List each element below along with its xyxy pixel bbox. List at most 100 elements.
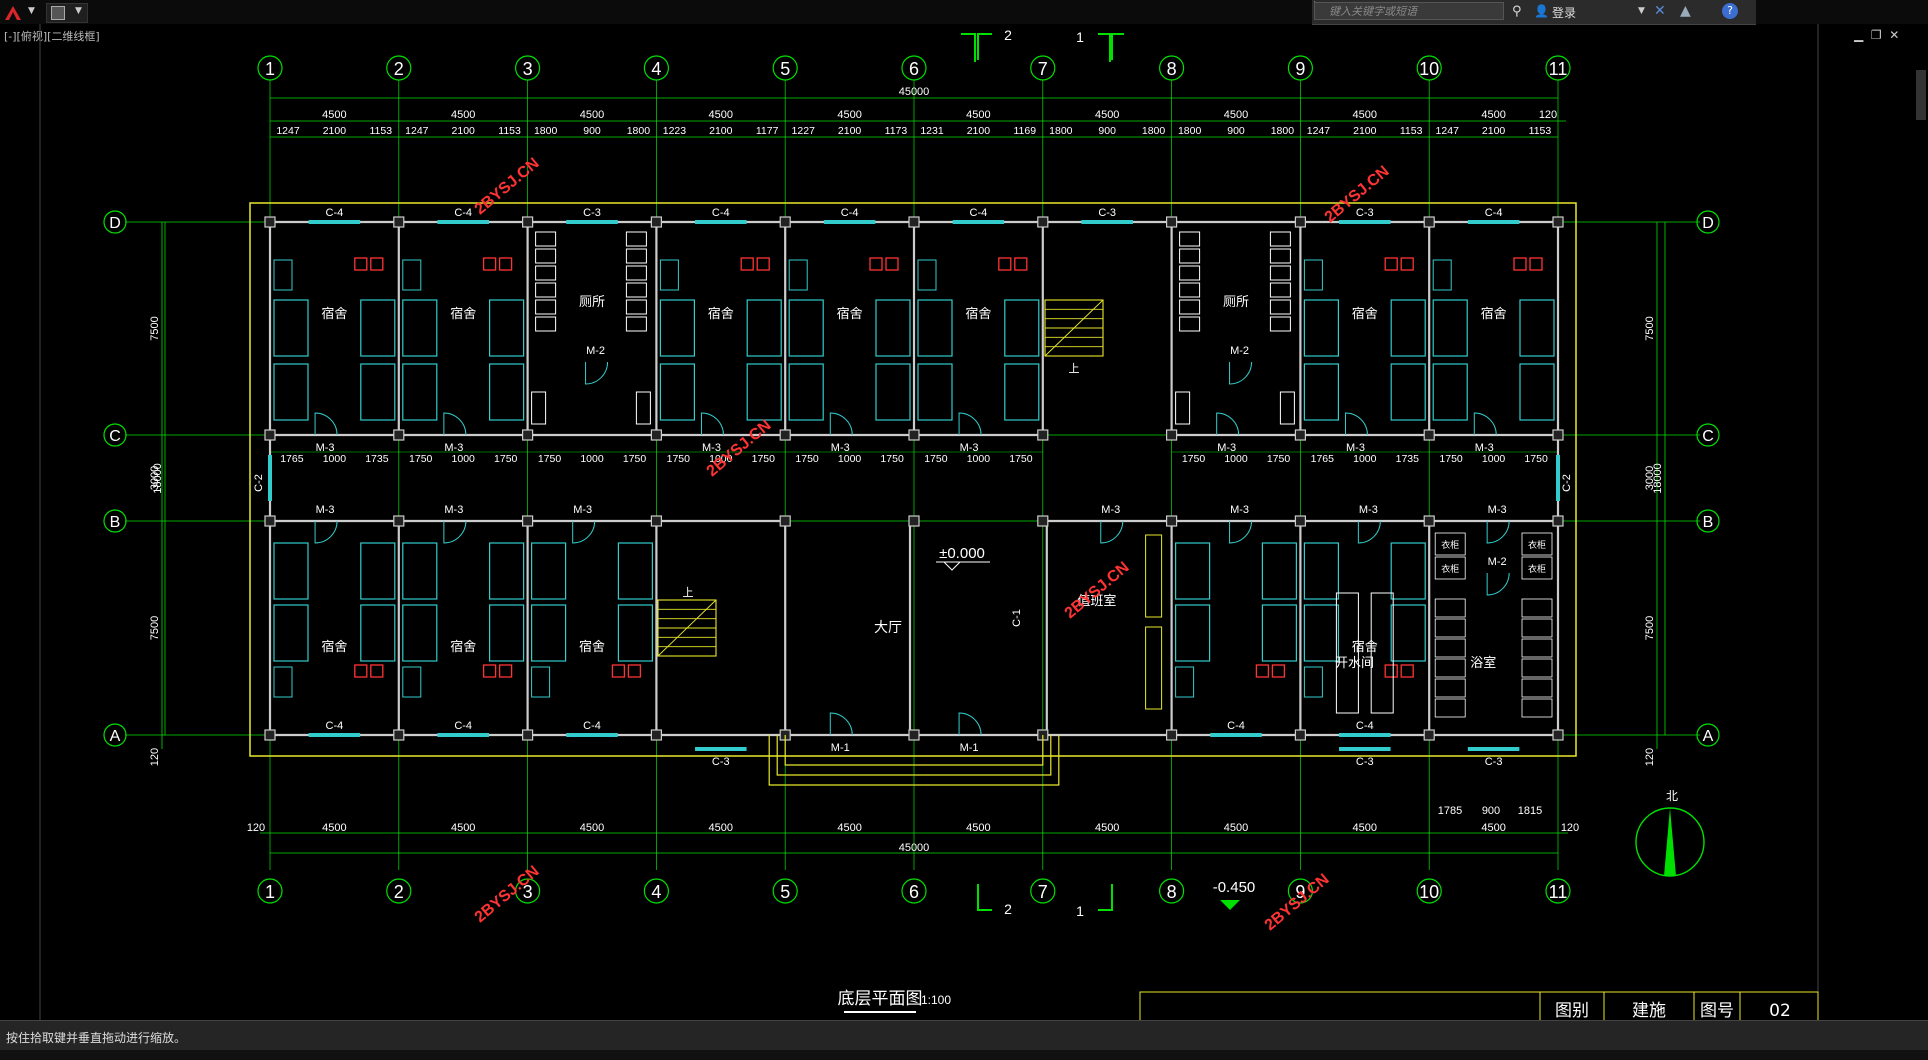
- toilet-stall: [535, 316, 557, 332]
- door-swing: [1229, 361, 1253, 385]
- door-swing: [585, 361, 609, 385]
- side-scroll-handle[interactable]: [1916, 70, 1926, 120]
- window: [308, 220, 361, 224]
- axis-bubble: [1030, 55, 1056, 81]
- room-label-dorm: 宿舍: [321, 306, 347, 322]
- axis-label: 5: [780, 59, 790, 79]
- corridor-dim-text: 1000: [452, 453, 476, 465]
- dim-row2-text: 1247: [1307, 125, 1331, 137]
- window-label: C-3: [1356, 207, 1374, 219]
- dim-row2-text: 2100: [967, 125, 991, 137]
- search-input[interactable]: 键入关键字或短语: [1314, 2, 1504, 20]
- bed: [617, 542, 654, 600]
- axis-bubble: [1696, 423, 1720, 447]
- door-swing: [1486, 572, 1510, 596]
- bed: [1261, 542, 1298, 600]
- axis-bubble: [1696, 723, 1720, 747]
- axis-label: 9: [1295, 59, 1305, 79]
- close-icon[interactable]: ✕: [1889, 28, 1900, 42]
- axis-label: 3: [523, 59, 533, 79]
- axis-label: B: [110, 514, 121, 531]
- column: [1165, 729, 1178, 741]
- column: [908, 429, 920, 441]
- chair: [627, 664, 642, 678]
- window: [1339, 747, 1391, 751]
- closet-label: 衣柜: [1528, 539, 1546, 551]
- axis-bubble: [643, 878, 670, 904]
- column: [1294, 729, 1307, 741]
- axis-bubble: [772, 55, 798, 81]
- section-label: 2: [1004, 901, 1012, 917]
- column: [393, 515, 405, 527]
- corridor-dim-text: 1000: [709, 453, 733, 465]
- toilet-stall: [625, 316, 647, 332]
- column: [1423, 729, 1435, 741]
- bed: [617, 604, 654, 662]
- corridor-dim-text: 1000: [580, 453, 604, 465]
- axis-label: B: [1703, 514, 1714, 531]
- command-line[interactable]: 按住拾取键并垂直拖动进行缩放。: [0, 1020, 1928, 1051]
- section-mark: [1098, 884, 1113, 911]
- help-icon[interactable]: ?: [1722, 3, 1738, 19]
- toilet-stall: [1269, 265, 1291, 281]
- bed: [530, 542, 567, 600]
- a360-icon[interactable]: ▲: [1680, 3, 1691, 19]
- closet: [1434, 556, 1466, 580]
- door-swing: [314, 520, 338, 544]
- axis-label: 9: [1295, 882, 1305, 902]
- application-menu-button[interactable]: ▼: [2, 2, 42, 22]
- axis-bubble: [514, 55, 541, 81]
- exchange-apps-icon[interactable]: ✕: [1654, 3, 1666, 19]
- toilet-stall: [1179, 299, 1201, 315]
- dim-row1-text: 4500: [322, 109, 346, 121]
- viewport-controls[interactable]: [-][俯视][二维线框]: [4, 30, 100, 43]
- room-label-dorm: 宿舍: [837, 306, 863, 322]
- shower-stall: [1434, 638, 1466, 658]
- total-dimension: 45000: [899, 842, 930, 854]
- quick-access-toolbar[interactable]: ▼: [46, 3, 88, 23]
- door-swing: [1216, 412, 1240, 436]
- login-link[interactable]: 登录: [1552, 6, 1577, 20]
- toilet-stall: [625, 248, 647, 264]
- minimize-icon[interactable]: ▁: [1854, 28, 1864, 42]
- chevron-down-icon[interactable]: ▼: [1638, 6, 1645, 16]
- binoculars-icon[interactable]: ⚲: [1512, 4, 1522, 19]
- closet: [1521, 556, 1553, 580]
- bed: [1519, 299, 1555, 357]
- axis-label: A: [1703, 728, 1714, 745]
- toilet-stall: [625, 299, 647, 315]
- door-label: M-2: [1488, 556, 1507, 568]
- toilet-stall: [1269, 316, 1291, 332]
- shower-stall: [1434, 618, 1466, 638]
- door-swing: [1473, 412, 1497, 436]
- door-swing: [314, 412, 338, 436]
- column: [779, 515, 791, 527]
- drawing-window-controls[interactable]: ▁ ❐ ✕: [1854, 28, 1924, 44]
- bed: [273, 299, 309, 357]
- bed: [402, 363, 438, 421]
- chair: [1400, 664, 1414, 678]
- bed: [1004, 299, 1040, 357]
- door-swing: [829, 712, 853, 736]
- dim-row1-text: 4500: [837, 109, 861, 121]
- toilet-stall: [1179, 265, 1201, 281]
- restore-icon[interactable]: ❐: [1870, 28, 1882, 42]
- level-main: ±0.000: [939, 545, 985, 562]
- corridor-dim-text: 1750: [623, 453, 647, 465]
- column: [908, 216, 920, 228]
- user-icon: 👤: [1534, 4, 1549, 18]
- dim-row2-text: 1800: [627, 125, 651, 137]
- bed: [489, 299, 525, 357]
- chair: [869, 257, 883, 271]
- corridor-dim-text: 1750: [494, 453, 518, 465]
- bed: [1432, 299, 1468, 357]
- toilet-stall: [535, 265, 557, 281]
- chair: [998, 257, 1012, 271]
- dim-row2-text: 1153: [1400, 125, 1423, 137]
- column: [264, 515, 276, 527]
- window: [1467, 220, 1520, 224]
- column: [521, 729, 534, 741]
- dim-row2-text: 1247: [405, 125, 429, 137]
- window-label: C-4: [712, 207, 730, 219]
